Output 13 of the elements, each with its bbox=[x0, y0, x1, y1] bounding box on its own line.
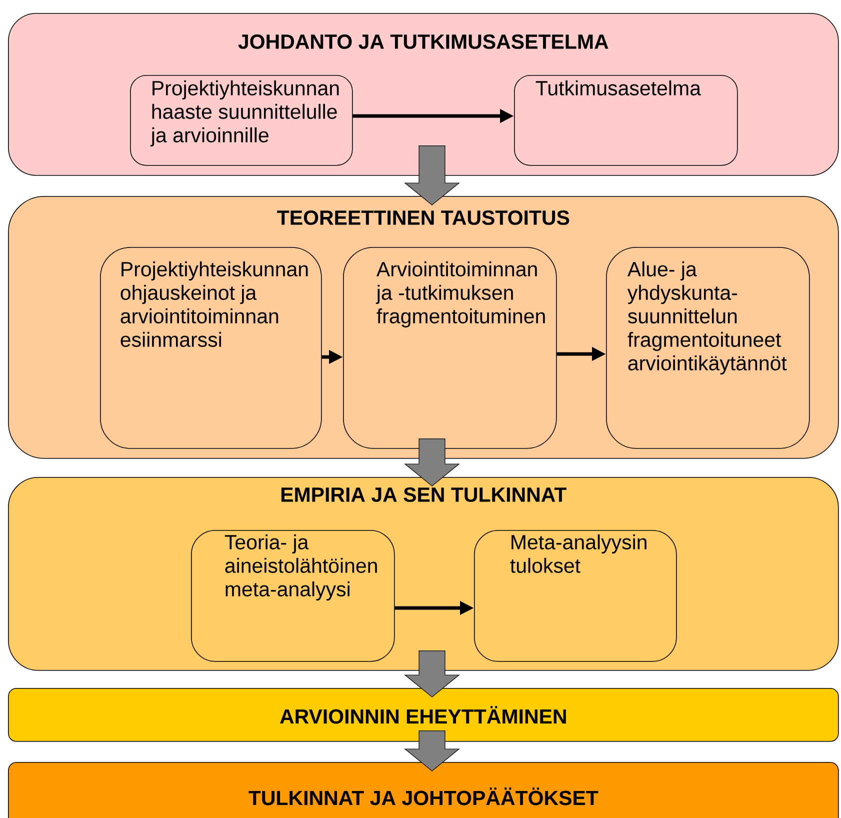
process-box: Alue- ja yhdyskunta- suunnittelun fragmentoituneet arviointikäytännöt bbox=[606, 247, 810, 449]
process-box: Tutkimusasetelma bbox=[514, 75, 738, 166]
section-band: ARVIOINNIN EHEYTTÄMINEN bbox=[8, 688, 839, 742]
block-arrow bbox=[404, 730, 460, 772]
process-box: Projektiyhteiskunnan haaste suunnittelulle ja arvioinnille bbox=[130, 75, 353, 166]
block-arrow bbox=[404, 146, 460, 206]
process-box: Meta-analyysin tulokset bbox=[474, 530, 677, 662]
process-box: Arviointitoiminnan ja -tutkimuksen fragmentoituminen bbox=[343, 247, 557, 449]
block-arrow bbox=[404, 650, 460, 698]
process-box: Teoria- ja aineistolähtöinen meta-analyysi bbox=[191, 530, 395, 662]
process-box: Projektiyhteiskunnan ohjauskeinot ja arviointitoiminnan esiinmarssi bbox=[100, 247, 322, 449]
block-arrow bbox=[404, 438, 460, 486]
section-band: TULKINNAT JA JOHTOPÄÄTÖKSET bbox=[8, 762, 839, 818]
